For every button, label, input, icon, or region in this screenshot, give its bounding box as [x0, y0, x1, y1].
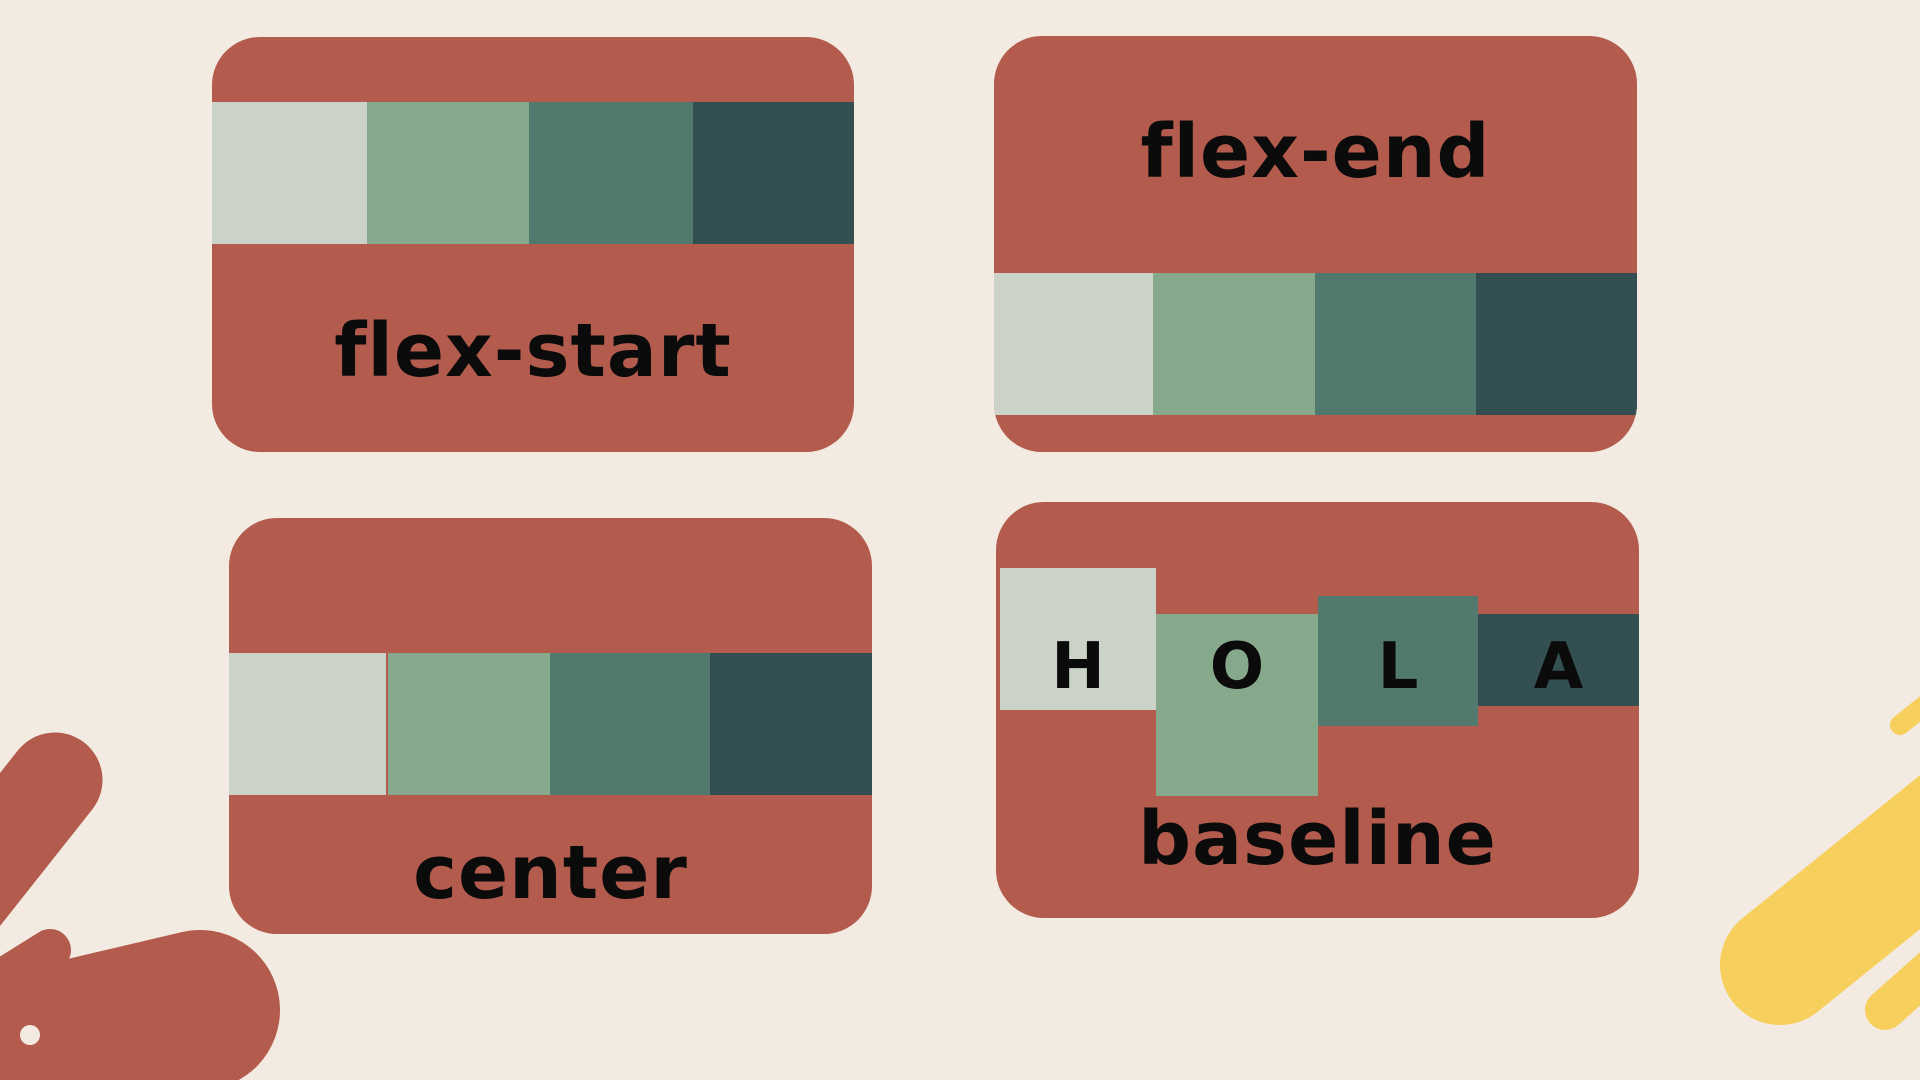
letter-box-l: L — [1318, 596, 1478, 726]
letter: A — [1533, 630, 1584, 704]
card-flex-start: flex-start — [212, 37, 854, 452]
card-label: baseline — [1138, 796, 1497, 882]
yellow-stripe-shapes — [1720, 696, 1920, 1030]
letter-box-o: O — [1156, 614, 1318, 796]
letter-box-a: A — [1478, 614, 1639, 706]
red-shape-dot — [20, 1025, 40, 1045]
color-box-1 — [229, 653, 386, 795]
box-strip — [212, 102, 854, 244]
card-center: center — [229, 518, 872, 934]
letter: O — [1209, 630, 1265, 704]
color-box-1 — [994, 273, 1153, 415]
card-flex-end: flex-end — [994, 36, 1637, 452]
color-box-3 — [1315, 273, 1476, 415]
color-box-1 — [212, 102, 367, 244]
color-box-2 — [388, 653, 550, 795]
box-strip — [229, 653, 872, 795]
card-baseline: H O L A baseline — [996, 502, 1639, 918]
card-label: flex-start — [334, 308, 732, 394]
color-box-4 — [693, 102, 854, 244]
red-stripe-shapes — [0, 732, 280, 1080]
card-label: flex-end — [1140, 109, 1491, 195]
box-strip — [994, 273, 1637, 415]
color-box-4 — [710, 653, 872, 795]
color-box-4 — [1476, 273, 1637, 415]
color-box-2 — [367, 102, 529, 244]
letter: L — [1377, 630, 1419, 704]
letter-box-h: H — [1000, 568, 1156, 710]
color-box-2 — [1153, 273, 1315, 415]
card-label: center — [413, 830, 688, 916]
color-box-3 — [529, 102, 693, 244]
letter: H — [1051, 630, 1105, 704]
color-box-3 — [550, 653, 710, 795]
